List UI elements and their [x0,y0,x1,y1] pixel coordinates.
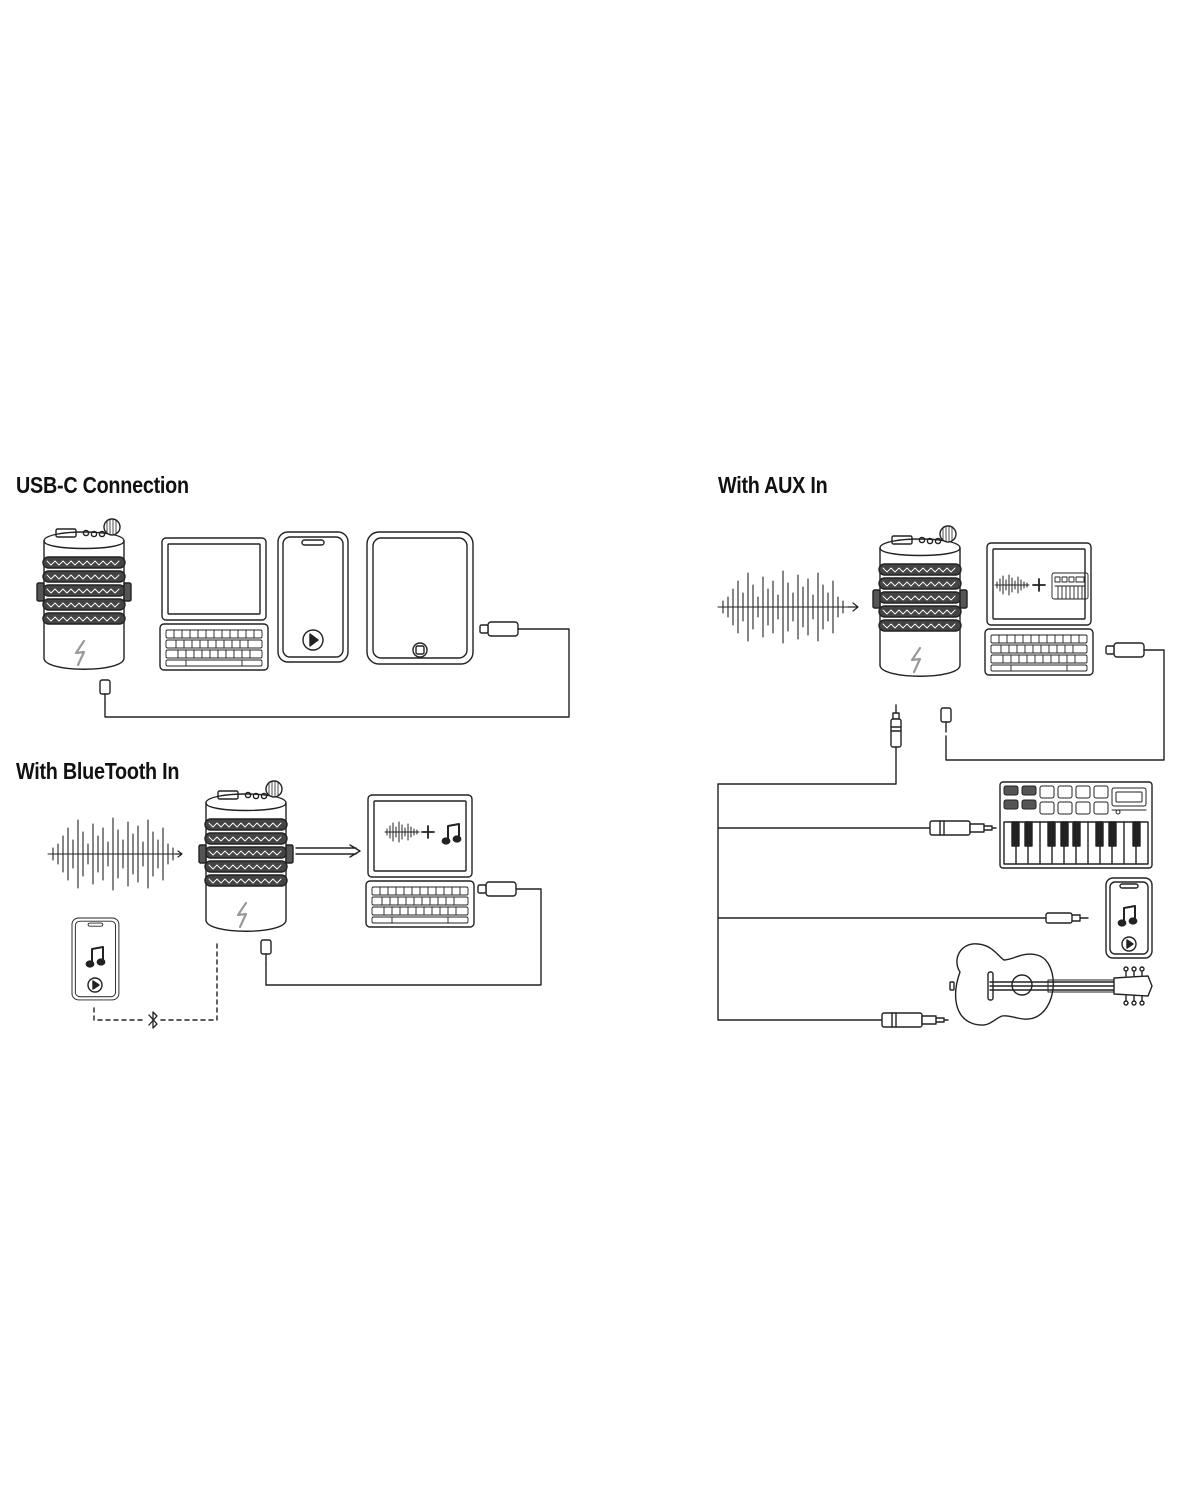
microphone-icon [35,517,133,671]
bluetooth-in-title: With BlueTooth In [16,758,180,784]
usb-c-plug-icon [99,679,111,705]
guitar-icon [949,943,1153,1026]
usb-c-plug-icon [479,621,519,637]
laptop-icon [984,542,1094,676]
bluetooth-section [47,779,542,1029]
usb-c-plug-icon [477,881,517,897]
aux-plug-icon [890,704,902,748]
laptop-icon [365,794,475,928]
laptop-icon [159,537,269,671]
bluetooth-icon [148,1011,158,1029]
aux-plug-icon [1045,912,1089,924]
usb-c-plug-icon [260,939,272,965]
waveform-icon [717,570,849,644]
tablet-icon [366,531,474,665]
usb-c-connection-title: USB-C Connection [16,472,189,498]
microphone-icon [871,524,969,678]
aux-section [717,524,1165,1028]
usb-c-plug-icon [940,707,952,733]
usb-c-section [35,517,570,718]
aux-plug-icon [881,1012,949,1028]
aux-plug-icon [929,820,997,836]
waveform-icon [47,817,179,891]
microphone-icon [197,779,295,933]
phone-icon [71,917,120,1001]
midi-keyboard-icon [999,781,1153,869]
phone-icon [1105,877,1153,959]
usb-c-plug-icon [1105,642,1145,658]
phone-icon [277,531,349,663]
aux-in-title: With AUX In [718,472,828,498]
